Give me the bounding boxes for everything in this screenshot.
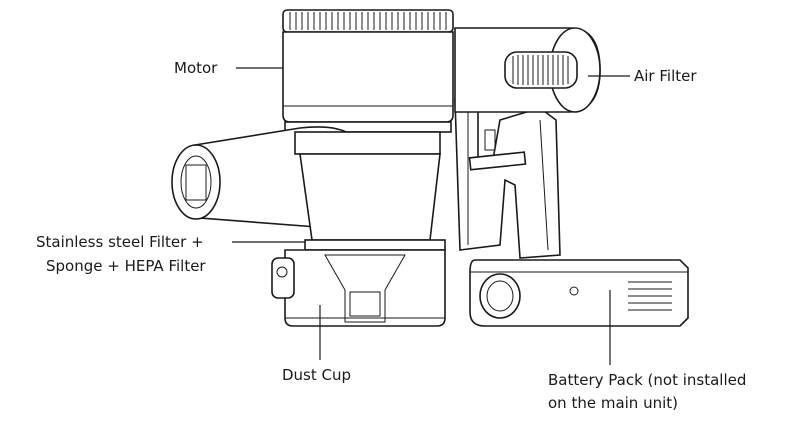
handle bbox=[454, 99, 561, 259]
filter-assembly bbox=[294, 131, 446, 251]
dust-cup bbox=[271, 249, 446, 327]
label-air-filter: Air Filter bbox=[634, 67, 697, 85]
label-filter-line2: Sponge + HEPA Filter bbox=[46, 257, 206, 275]
label-battery-line2: on the main unit) bbox=[548, 394, 678, 412]
battery-pack bbox=[469, 259, 689, 327]
leader-lines bbox=[232, 67, 630, 365]
label-battery-line1: Battery Pack (not installed bbox=[548, 371, 747, 389]
motor bbox=[282, 9, 454, 133]
label-dust-cup: Dust Cup bbox=[282, 366, 352, 384]
label-motor: Motor bbox=[174, 59, 218, 77]
air-filter-housing bbox=[454, 27, 601, 113]
label-filter-line1: Stainless steel Filter + bbox=[36, 233, 204, 251]
